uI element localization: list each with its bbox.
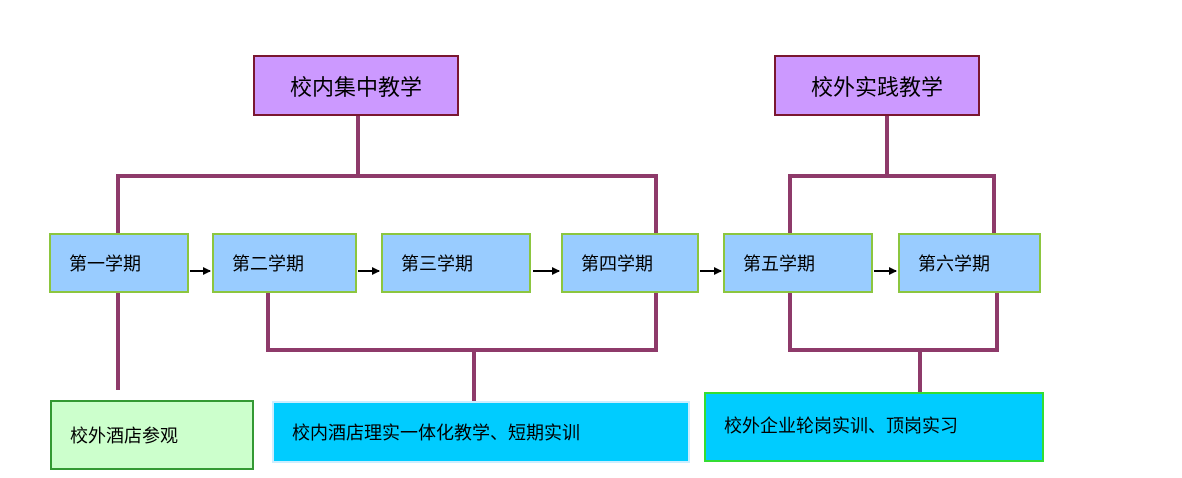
semester-4: 第四学期 <box>561 233 699 293</box>
internship-bracket <box>788 292 999 352</box>
header-on-campus: 校内集中教学 <box>253 55 459 116</box>
off-campus-bracket <box>788 174 996 234</box>
activity-hotel-visit: 校外酒店参观 <box>50 400 254 470</box>
semester-6: 第六学期 <box>898 233 1041 293</box>
activity-integrated-teaching: 校内酒店理实一体化教学、短期实训 <box>272 401 690 463</box>
activity-internship: 校外企业轮岗实训、顶岗实习 <box>704 392 1044 462</box>
on-campus-bracket <box>116 174 658 234</box>
semester-1: 第一学期 <box>49 233 189 293</box>
header-off-campus: 校外实践教学 <box>774 55 980 116</box>
integrated-bracket <box>266 292 658 352</box>
semester-3: 第三学期 <box>381 233 531 293</box>
bracket-lines <box>116 116 999 402</box>
semester-2: 第二学期 <box>212 233 357 293</box>
semester-5: 第五学期 <box>723 233 873 293</box>
